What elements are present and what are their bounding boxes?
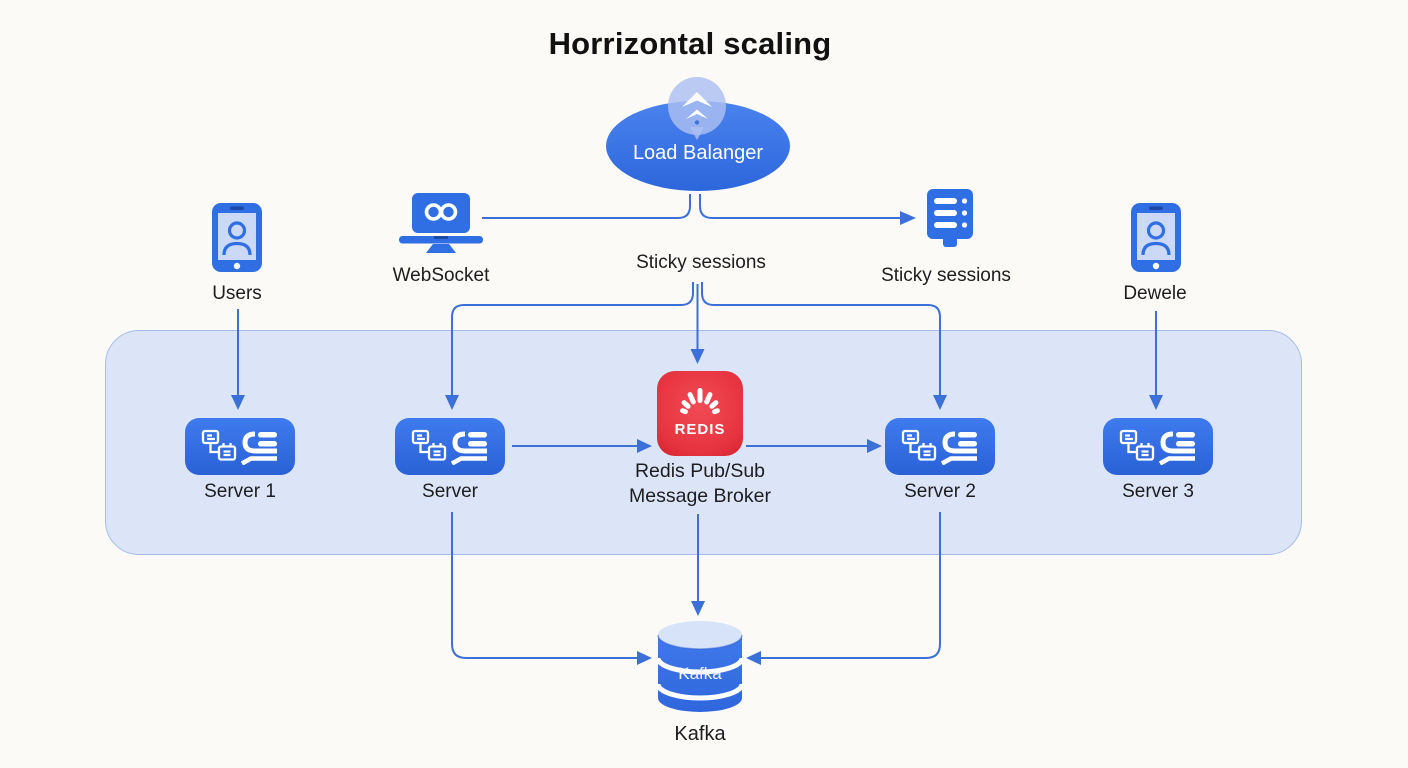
server-1-node: [185, 418, 295, 475]
kafka-node: Kafka: [655, 620, 745, 721]
dewele-label: Dewele: [1123, 283, 1187, 304]
database-cylinder-icon: Kafka: [655, 621, 745, 712]
edge-server2-kafka: [761, 512, 941, 659]
redis-node: REDIS: [657, 371, 743, 461]
websocket-label: WebSocket: [392, 265, 490, 286]
redis-caption-line2: Message Broker: [629, 485, 771, 507]
server-node: [395, 418, 505, 475]
redis-caption: Redis Pub/Sub Message Broker: [629, 459, 771, 509]
tablet-user-icon: [211, 202, 263, 279]
server-3-label: Server 3: [1122, 481, 1194, 502]
arrowhead-right-icon: [637, 439, 652, 453]
edge-sticky-server2: [701, 282, 941, 397]
sitemap-chat-icon: [201, 429, 277, 465]
page-title: Horrizontal scaling: [548, 26, 832, 61]
server-1-label: Server 1: [204, 481, 276, 502]
connector-paths: [237, 194, 1157, 659]
edge-server-kafka: [451, 512, 637, 659]
arrowhead-right-icon: [900, 211, 916, 225]
arrowhead-right-icon: [867, 439, 882, 453]
server-3-node: [1103, 418, 1213, 475]
arrowhead-right-icon: [637, 651, 652, 665]
sitemap-chat-icon: [1119, 429, 1195, 465]
edge-loadbalancer-stickyserver: [699, 194, 900, 219]
arrowheads: [231, 211, 1163, 665]
arrowhead-down-icon: [231, 395, 245, 410]
server-label: Server: [422, 481, 478, 502]
edge-sticky-server: [451, 282, 694, 397]
arrowhead-down-icon: [1149, 395, 1163, 410]
monitor-infinity-icon: [399, 193, 483, 258]
sitemap-chat-icon: [411, 429, 487, 465]
kafka-label: Kafka: [674, 723, 726, 745]
load-balancer-label: Load Balanger: [632, 141, 764, 164]
edge-websocket-loadbalancer: [482, 194, 691, 219]
arrowhead-down-icon: [691, 601, 705, 616]
server-2-node: [885, 418, 995, 475]
redis-logo-icon: REDIS: [657, 371, 743, 456]
server-rack-icon: [927, 189, 973, 252]
sticky-sessions-right-label: Sticky sessions: [881, 265, 1011, 286]
scale-up-icon: [665, 76, 729, 159]
arrowhead-down-icon: [933, 395, 947, 410]
sitemap-chat-icon: [901, 429, 977, 465]
tablet-user-icon: [1130, 202, 1182, 279]
kafka-cylinder-text: Kafka: [678, 664, 722, 683]
sticky-sessions-center-label: Sticky sessions: [636, 252, 766, 273]
server-2-label: Server 2: [904, 481, 976, 502]
users-label: Users: [212, 283, 262, 304]
redis-caption-line1: Redis Pub/Sub: [634, 460, 766, 482]
redis-logo-text: REDIS: [675, 421, 726, 438]
arrowhead-left-icon: [746, 651, 761, 665]
arrowhead-down-icon: [690, 349, 705, 364]
arrowhead-down-icon: [445, 395, 459, 410]
